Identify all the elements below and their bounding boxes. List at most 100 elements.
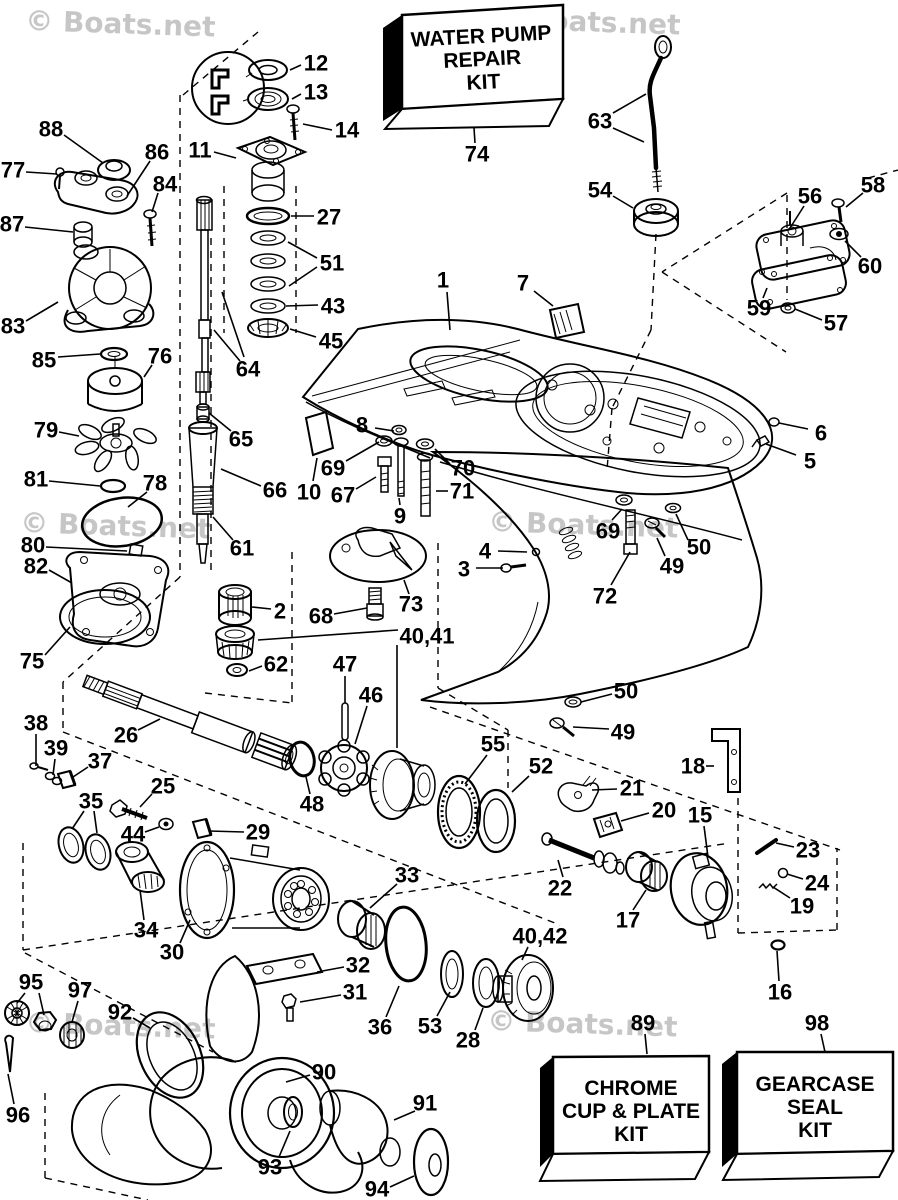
part-label-50: 50 [614, 679, 638, 704]
part-label-20: 20 [652, 798, 676, 823]
leader-line-69 [345, 441, 380, 462]
part-label-46: 46 [359, 683, 383, 708]
part-label-94: 94 [365, 1177, 390, 1200]
leader-line-24 [786, 873, 804, 880]
part-label-69: 69 [596, 519, 620, 544]
leader-line-95 [38, 992, 45, 1016]
leader-line-14 [302, 123, 333, 131]
leader-line-32 [316, 966, 345, 973]
leader-line-81 [48, 480, 101, 487]
part-label-73: 73 [399, 592, 423, 617]
part-label-91: 91 [413, 1091, 437, 1116]
part-label-14: 14 [335, 118, 360, 143]
part-label-85: 85 [32, 348, 56, 373]
leader-line-4 [497, 550, 528, 553]
boatsnet-watermark: © Boats.net [20, 506, 211, 546]
part-label-96: 96 [6, 1103, 30, 1128]
leader-line-35 [93, 810, 98, 834]
watermarks: © Boats.net© Boats.net© Boats.net© Boats… [20, 2, 681, 1046]
leader-line-53 [436, 991, 451, 1017]
leader-line-11 [213, 151, 237, 159]
part-label-23: 23 [796, 838, 820, 863]
leader-line-39 [52, 758, 56, 776]
leader-line-70 [434, 448, 451, 465]
part-label-30: 30 [160, 940, 184, 965]
boatsnet-watermark: © Boats.net [487, 1004, 678, 1044]
leader-line-9 [398, 497, 401, 506]
leader-line-40,42 [521, 946, 529, 961]
leader-line-65 [208, 412, 232, 432]
leader-line-52 [511, 775, 530, 793]
leader-line-56 [789, 205, 805, 229]
leader-line-59 [762, 287, 768, 299]
leader-line-44 [144, 826, 160, 833]
leader-line-34 [139, 889, 145, 921]
part-label-67: 67 [331, 483, 355, 508]
leader-line-85 [57, 353, 101, 358]
leader-line-79 [58, 431, 80, 437]
part-label-97: 97 [68, 978, 92, 1003]
leader-line-55 [464, 754, 488, 785]
part-label-47: 47 [333, 652, 357, 677]
kit-text-line: KIT [614, 1123, 648, 1146]
leader-line-37 [72, 766, 89, 778]
leader-line-13 [291, 93, 302, 100]
leader-line-5 [765, 443, 797, 456]
part-label-29: 29 [246, 820, 270, 845]
part-label-77: 77 [1, 158, 25, 183]
water-pump-bracket [53, 159, 157, 333]
leader-line-16 [776, 950, 780, 982]
part-label-7: 7 [517, 271, 529, 296]
part-label-82: 82 [24, 554, 48, 579]
leader-line-83 [25, 301, 59, 322]
leader-line-97 [71, 1000, 79, 1023]
leader-line-31 [299, 994, 342, 1003]
leader-line-64 [213, 329, 241, 362]
part-label-22: 22 [548, 876, 572, 901]
part-label-34: 34 [134, 918, 159, 943]
leader-line-57 [794, 308, 823, 321]
leader-line-89 [644, 1033, 648, 1055]
leader-line-61 [212, 516, 234, 541]
part-label-81: 81 [24, 467, 48, 492]
part-label-90: 90 [312, 1060, 336, 1085]
leader-line-1 [446, 291, 451, 331]
leader-line-49 [572, 726, 610, 730]
kit-text-line: REPAIR [443, 46, 522, 73]
part-label-27: 27 [317, 205, 341, 230]
part-label-1: 1 [437, 268, 449, 293]
part-label-49: 49 [660, 554, 684, 579]
pinion-set [215, 526, 427, 677]
part-label-62: 62 [264, 652, 288, 677]
part-label-68: 68 [309, 604, 333, 629]
part-label-89: 89 [631, 1011, 655, 1036]
part-label-95: 95 [19, 970, 43, 995]
part-label-11: 11 [188, 138, 211, 163]
leader-line-80 [45, 546, 128, 552]
shift-rod [633, 35, 679, 237]
leader-line-33 [369, 883, 398, 909]
leader-line-68 [333, 607, 368, 615]
boatsnet-watermark: © Boats.net [25, 1006, 216, 1046]
housing-fasteners [375, 417, 780, 738]
leader-line-20 [620, 812, 650, 822]
part-label-9: 9 [394, 504, 406, 529]
impeller-set [59, 346, 170, 648]
leader-line-51 [287, 241, 318, 259]
part-label-55: 55 [481, 732, 505, 757]
part-label-44: 44 [121, 822, 146, 847]
leader-line-77 [25, 171, 58, 175]
leader-line-95 [16, 992, 26, 1004]
kit-text-line: CHROME [584, 1077, 677, 1100]
part-label-92: 92 [108, 1000, 132, 1025]
part-label-74: 74 [465, 142, 490, 167]
part-label-69: 69 [321, 456, 345, 481]
leader-line-22 [557, 859, 564, 878]
part-label-3: 3 [458, 557, 470, 582]
leader-line-91 [393, 1110, 416, 1121]
kit-text-line: KIT [798, 1119, 832, 1142]
part-label-76: 76 [148, 344, 172, 369]
leader-line-69 [611, 508, 623, 521]
part-label-40,41: 40,41 [399, 624, 454, 649]
part-label-18: 18 [681, 754, 705, 779]
